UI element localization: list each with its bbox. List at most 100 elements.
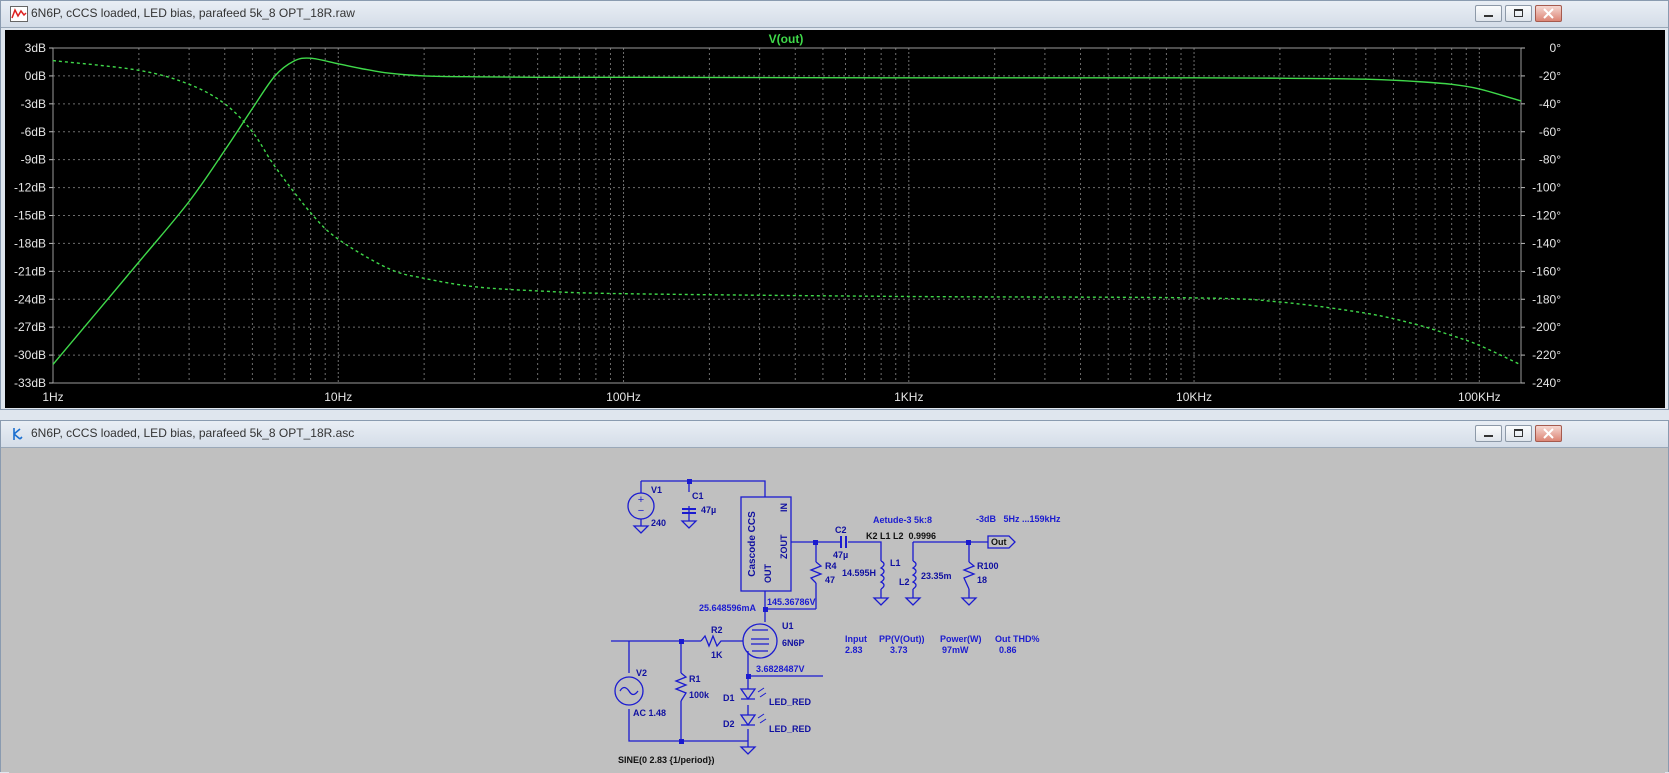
resistor-r1[interactable]: R1 100k [674,672,710,702]
svg-text:AC 1.48: AC 1.48 [633,708,666,718]
junction-dots [679,479,971,744]
minimize-button[interactable] [1475,5,1502,22]
bandwidth-note: -3dB 5Hz ...159kHz [976,514,1061,524]
y-left-tick-label: -21dB [14,264,46,278]
led-d2[interactable]: D2 LED_RED [723,713,812,734]
tube-u1[interactable]: U1 6N6P [742,621,805,659]
svg-text:2.83: 2.83 [845,645,863,655]
svg-text:47µ: 47µ [833,550,848,560]
svg-text:14.595H: 14.595H [842,568,876,578]
maximize-button[interactable] [1505,5,1532,22]
svg-text:Cascode CCS: Cascode CCS [747,511,758,577]
svg-text:LED_RED: LED_RED [769,724,812,734]
x-tick-label: 10Hz [324,390,352,404]
y-left-tick-label: -33dB [14,376,46,390]
plot-grid [52,47,1521,384]
svg-text:ZOUT: ZOUT [779,534,789,559]
close-button[interactable] [1535,5,1562,22]
bode-plot[interactable]: 3dB0dB-3dB-6dB-9dB-12dB-15dB-18dB-21dB-2… [5,30,1665,408]
svg-text:−: − [638,505,644,517]
svg-text:PP(V(Out)): PP(V(Out)) [879,634,925,644]
maximize-icon [1514,9,1523,17]
schematic-titlebar[interactable]: 6N6P, cCCS loaded, LED bias, parafeed 5k… [1,421,1668,448]
x-tick-label: 1KHz [894,390,923,404]
svg-text:R1: R1 [689,674,701,684]
y-right-tick-label: -40° [1539,97,1561,111]
plot-axes: 3dB0dB-3dB-6dB-9dB-12dB-15dB-18dB-21dB-2… [14,41,1561,404]
capacitor-c1[interactable]: C1 47µ [682,491,716,515]
svg-text:C1: C1 [692,491,704,501]
y-left-tick-label: -18dB [14,236,46,250]
svg-text:+: + [638,494,644,506]
transformer-label: Aetude-3 5k:8 [873,515,932,525]
svg-text:R4: R4 [825,561,837,571]
close-icon [1543,428,1554,439]
y-right-tick-label: -140° [1532,236,1561,250]
svg-text:L2: L2 [899,577,910,587]
cascode-ccs-block[interactable]: Cascode CCS OUT IN ZOUT [740,496,792,592]
svg-text:R2: R2 [711,625,723,635]
svg-text:100k: 100k [689,690,710,700]
schematic-window-title: 6N6P, cCCS loaded, LED bias, parafeed 5k… [31,426,355,440]
x-tick-label: 100KHz [1458,390,1501,404]
y-right-tick-label: -60° [1539,125,1561,139]
schematic-icon [13,428,23,440]
y-left-tick-label: 0dB [25,69,46,83]
source-v2[interactable]: V2 AC 1.48 [611,641,666,718]
svg-text:L1: L1 [890,558,901,568]
y-left-tick-label: -3dB [21,97,46,111]
svg-text:0.86: 0.86 [999,645,1017,655]
cathode-voltage-label: 3.6828487V [756,664,805,674]
svg-text:6N6P: 6N6P [782,638,805,648]
plot-window-title: 6N6P, cCCS loaded, LED bias, parafeed 5k… [31,6,355,20]
svg-text:R100: R100 [977,561,999,571]
svg-text:IN: IN [779,503,789,512]
capacitor-c2[interactable]: C2 47µ [833,525,848,560]
node-current-label: 25.648596mA [699,603,757,613]
resistor-r2[interactable]: R2 1K [700,625,743,660]
x-tick-label: 1Hz [42,390,63,404]
svg-text:Out THD%: Out THD% [995,634,1040,644]
led-d1[interactable]: D1 LED_RED [723,687,812,707]
svg-text:97mW: 97mW [942,645,969,655]
y-right-tick-label: -220° [1532,348,1561,362]
svg-text:18: 18 [977,575,987,585]
svg-text:47µ: 47µ [701,505,716,515]
y-left-tick-label: 3dB [25,41,46,55]
trace-label[interactable]: V(out) [769,32,804,46]
y-left-tick-label: -6dB [21,125,46,139]
net-label-out[interactable]: Out [987,535,1016,549]
maximize-button[interactable] [1505,425,1532,442]
x-tick-label: 10KHz [1176,390,1212,404]
ground-symbols [632,520,978,755]
svg-text:Out: Out [991,537,1007,547]
plate-voltage-label: 145.36786V [767,597,816,607]
resistor-r4[interactable]: R4 47 [809,561,837,585]
svg-text:D2: D2 [723,719,735,729]
inductor-l1[interactable]: L1 14.595H [842,558,901,590]
y-left-tick-label: -30dB [14,348,46,362]
y-right-tick-label: -160° [1532,264,1561,278]
plot-titlebar[interactable]: 6N6P, cCCS loaded, LED bias, parafeed 5k… [1,1,1668,28]
y-right-tick-label: -80° [1539,153,1561,167]
y-left-tick-label: -27dB [14,320,46,334]
y-right-tick-label: -240° [1532,376,1561,390]
minimize-icon [1484,15,1493,17]
svg-text:3.73: 3.73 [890,645,908,655]
y-right-tick-label: 0° [1550,41,1562,55]
minimize-icon [1484,435,1493,437]
y-right-tick-label: -100° [1532,181,1561,195]
close-button[interactable] [1535,425,1562,442]
y-right-tick-label: -20° [1539,69,1561,83]
inductor-l2[interactable]: L2 23.35m [899,560,952,590]
schematic-canvas[interactable]: + − V1 240 C1 47µ Cascode CCS OUT IN ZOU… [9,448,1665,773]
y-left-tick-label: -24dB [14,292,46,306]
y-left-tick-label: -9dB [21,153,46,167]
waveform-icon [10,6,28,22]
schematic-window: 6N6P, cCCS loaded, LED bias, parafeed 5k… [0,420,1669,773]
coupling-directive: K2 L1 L2 0.9996 [866,531,936,541]
y-right-tick-label: -200° [1532,320,1561,334]
resistor-r100[interactable]: R100 18 [962,561,999,590]
minimize-button[interactable] [1475,425,1502,442]
source-v1[interactable]: + − V1 240 [627,485,666,528]
